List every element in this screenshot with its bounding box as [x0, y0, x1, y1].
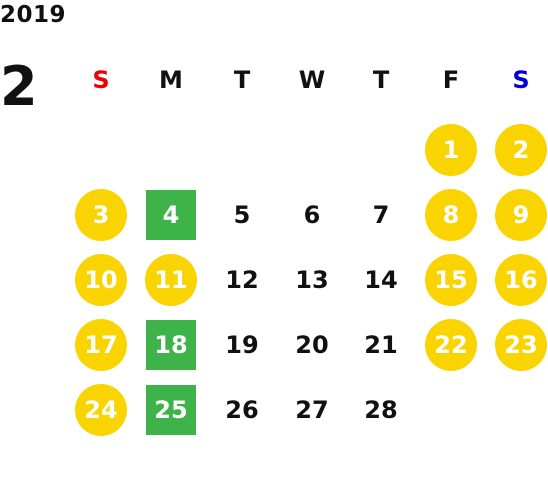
month-number: 2	[0, 55, 38, 118]
calendar-day-17[interactable]: 17	[75, 319, 127, 371]
calendar-day-24[interactable]: 24	[75, 384, 127, 436]
calendar-day-2[interactable]: 2	[495, 124, 547, 176]
calendar-day-7[interactable]: 7	[372, 201, 390, 229]
calendar-day-5[interactable]: 5	[233, 201, 251, 229]
calendar-day-9[interactable]: 9	[495, 189, 547, 241]
weekday-wed: W	[298, 66, 326, 94]
weekday-sat: S	[512, 66, 530, 94]
weekday-tue: T	[233, 66, 251, 94]
calendar-day-11[interactable]: 11	[145, 254, 197, 306]
calendar-day-25[interactable]: 25	[146, 385, 196, 435]
calendar-day-13[interactable]: 13	[295, 266, 329, 294]
calendar-day-16[interactable]: 16	[495, 254, 547, 306]
calendar-day-20[interactable]: 20	[295, 331, 329, 359]
calendar-day-15[interactable]: 15	[425, 254, 477, 306]
calendar-day-28[interactable]: 28	[364, 396, 398, 424]
calendar-day-21[interactable]: 21	[364, 331, 398, 359]
calendar-day-14[interactable]: 14	[364, 266, 398, 294]
weekday-mon: M	[159, 66, 183, 94]
calendar-day-8[interactable]: 8	[425, 189, 477, 241]
calendar-day-12[interactable]: 12	[225, 266, 259, 294]
calendar-day-27[interactable]: 27	[295, 396, 329, 424]
calendar-day-22[interactable]: 22	[425, 319, 477, 371]
weekday-fri: F	[442, 66, 460, 94]
calendar-day-1[interactable]: 1	[425, 124, 477, 176]
year-label: 2019	[0, 2, 67, 28]
calendar-day-23[interactable]: 23	[495, 319, 547, 371]
calendar-day-6[interactable]: 6	[303, 201, 321, 229]
calendar-day-3[interactable]: 3	[75, 189, 127, 241]
weekday-thu: T	[372, 66, 390, 94]
calendar-day-10[interactable]: 10	[75, 254, 127, 306]
calendar-day-19[interactable]: 19	[225, 331, 259, 359]
calendar-day-4[interactable]: 4	[146, 190, 196, 240]
calendar-day-26[interactable]: 26	[225, 396, 259, 424]
calendar-day-18[interactable]: 18	[146, 320, 196, 370]
weekday-sun: S	[92, 66, 110, 94]
